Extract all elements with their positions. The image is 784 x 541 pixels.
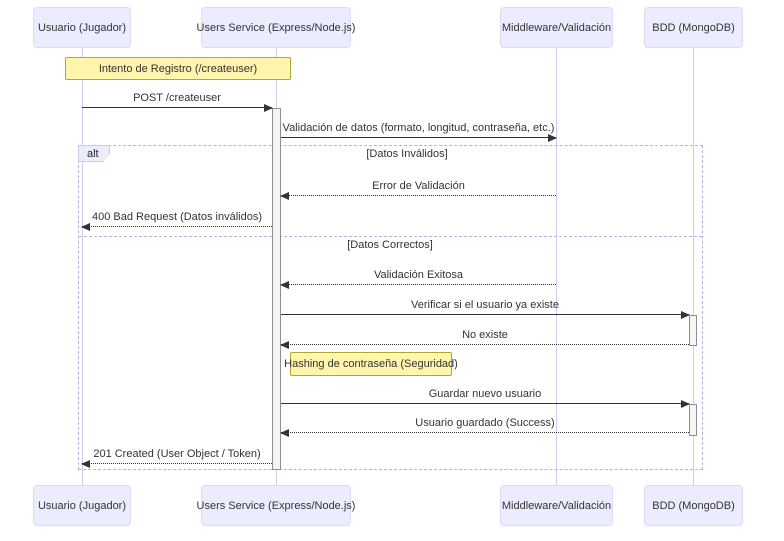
guard-datos-correctos: [Datos Correctos] <box>347 239 433 251</box>
message-label: Validación Exitosa <box>373 269 464 281</box>
participant-label: BDD (MongoDB) <box>652 499 735 512</box>
message-line <box>281 195 556 196</box>
message-line <box>281 137 556 138</box>
participant-label: Usuario (Jugador) <box>37 21 127 34</box>
participant-bottom-users-service: Users Service (Express/Node.js) <box>197 485 355 526</box>
arrowhead-left-icon <box>280 429 289 437</box>
participant-label: Usuario (Jugador) <box>37 499 127 512</box>
arrowhead-right-icon <box>264 104 273 112</box>
message-line <box>82 463 272 464</box>
message-validacion-exitosa: Validación Exitosa <box>280 267 556 289</box>
participant-top-bdd: BDD (MongoDB) <box>644 7 743 48</box>
message-label: 201 Created (User Object / Token) <box>93 448 261 460</box>
message-line <box>281 314 689 315</box>
message-line <box>281 284 556 285</box>
message-line <box>281 432 689 433</box>
participant-top-users-service: Users Service (Express/Node.js) <box>197 7 355 48</box>
activation-bdd-check <box>689 315 697 346</box>
message-label: 400 Bad Request (Datos inválidos) <box>92 211 262 223</box>
message-label: Usuario guardado (Success) <box>415 417 555 429</box>
message-201-created: 201 Created (User Object / Token) <box>81 446 272 468</box>
alt-frame-label-text: alt <box>87 147 99 160</box>
participant-label: BDD (MongoDB) <box>652 21 735 34</box>
lifeline-bdd <box>693 48 694 485</box>
alt-frame-label: alt <box>78 145 110 162</box>
lifeline-middleware <box>556 48 557 485</box>
arrowhead-right-icon <box>681 311 690 319</box>
message-label: Error de Validación <box>372 180 465 192</box>
alt-frame: alt [Datos Inválidos] [Datos Correctos] <box>78 145 703 470</box>
message-validacion-datos: Validación de datos (formato, longitud, … <box>281 120 557 142</box>
alt-frame-divider <box>79 236 702 237</box>
participant-bottom-bdd: BDD (MongoDB) <box>644 485 743 526</box>
participant-label: Middleware/Validación <box>501 499 612 512</box>
arrowhead-right-icon <box>681 400 690 408</box>
message-line <box>281 403 689 404</box>
arrowhead-right-icon <box>548 134 557 142</box>
participant-bottom-middleware: Middleware/Validación <box>500 485 613 526</box>
arrowhead-left-icon <box>81 460 90 468</box>
message-line <box>281 344 689 345</box>
lifeline-usuario <box>82 48 83 485</box>
message-error-validacion: Error de Validación <box>280 178 556 200</box>
participant-label: Users Service (Express/Node.js) <box>196 499 356 512</box>
participant-top-middleware: Middleware/Validación <box>500 7 613 48</box>
message-line <box>82 107 272 108</box>
note-hashing: Hashing de contraseña (Seguridad) <box>284 352 458 376</box>
arrowhead-left-icon <box>280 281 289 289</box>
message-label: Validación de datos (formato, longitud, … <box>282 122 555 134</box>
participant-label: Users Service (Express/Node.js) <box>196 21 356 34</box>
activation-users-service <box>272 108 281 470</box>
message-400-bad-request: 400 Bad Request (Datos inválidos) <box>81 209 272 231</box>
message-label: Verificar si el usuario ya existe <box>411 299 559 311</box>
message-no-existe: No existe <box>280 327 689 349</box>
arrowhead-left-icon <box>81 223 90 231</box>
participant-bottom-usuario: Usuario (Jugador) <box>33 485 131 526</box>
participant-label: Middleware/Validación <box>501 21 612 34</box>
arrowhead-left-icon <box>280 192 289 200</box>
message-usuario-guardado: Usuario guardado (Success) <box>280 415 689 437</box>
note-intento-registro: Intento de Registro (/createuser) <box>65 57 291 80</box>
message-label: Guardar nuevo usuario <box>428 388 542 400</box>
message-label: POST /createuser <box>133 92 221 104</box>
message-verificar-usuario: Verificar si el usuario ya existe <box>281 297 690 319</box>
message-line <box>82 226 272 227</box>
message-guardar-usuario: Guardar nuevo usuario <box>281 386 690 408</box>
message-label: No existe <box>462 329 508 341</box>
arrowhead-left-icon <box>280 341 289 349</box>
activation-bdd-save <box>689 404 697 436</box>
message-post-createuser: POST /createuser <box>82 90 273 112</box>
guard-datos-invalidos: [Datos Inválidos] <box>366 148 448 160</box>
participant-top-usuario: Usuario (Jugador) <box>33 7 131 48</box>
note-text: Intento de Registro (/createuser) <box>98 62 258 75</box>
note-text: Hashing de contraseña (Seguridad) <box>284 358 458 370</box>
